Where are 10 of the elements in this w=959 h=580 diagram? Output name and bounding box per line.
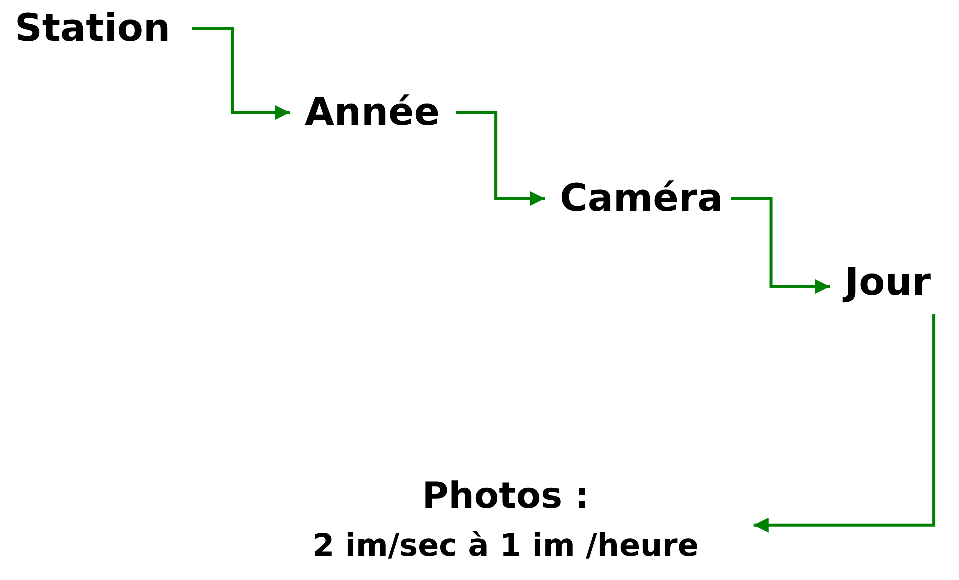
arrow — [731, 197, 830, 294]
node-label: Station — [15, 5, 171, 52]
node-label: Année — [305, 89, 440, 136]
node-label: Photos : — [422, 475, 590, 519]
node-label: Jour — [845, 259, 932, 306]
node-label: 2 im/sec à 1 im /heure — [313, 527, 699, 566]
arrow — [192, 27, 290, 120]
arrow — [456, 111, 545, 206]
arrow — [754, 314, 936, 533]
node-label: Caméra — [560, 175, 724, 222]
